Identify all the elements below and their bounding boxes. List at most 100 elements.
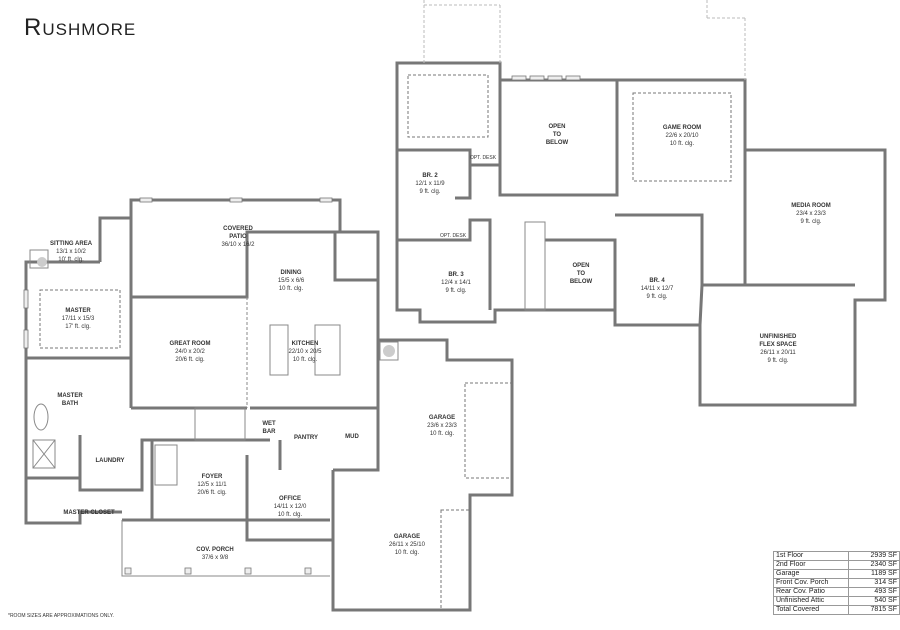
room-name: SITTING AREA <box>49 241 93 247</box>
sf-label: Garage <box>773 569 849 579</box>
room-office: OFFICE 14/11 x 12/0 10 ft. clg. <box>274 495 307 519</box>
room-size: 23/4 x 23/3 <box>796 211 826 217</box>
sf-label: Unfinished Attic <box>773 596 849 606</box>
sf-label: Total Covered <box>773 605 849 615</box>
sf-label: Rear Cov. Patio <box>773 587 849 597</box>
sf-label: Front Cov. Porch <box>773 578 849 588</box>
room-open-to-below-1: OPEN TO BELOW <box>544 123 570 147</box>
room-foyer: FOYER 12/5 x 11/1 20/6 ft. clg. <box>197 473 226 497</box>
room-size: 22/10 x 20/5 <box>288 349 322 355</box>
room-cov-porch: COV. PORCH 37/6 x 9/8 <box>196 546 233 562</box>
room-name: MUD <box>345 434 359 440</box>
room-ceiling: 10' ft. clg. <box>58 257 84 263</box>
room-name: FOYER <box>201 474 223 480</box>
room-name: BR. 2 <box>422 173 438 179</box>
room-laundry: LAUNDRY <box>95 457 124 465</box>
room-open-to-below-2: OPEN TO BELOW <box>568 262 594 286</box>
room-name: GAME ROOM <box>662 125 702 131</box>
room-name: OPEN TO BELOW <box>545 124 569 146</box>
room-size: 13/1 x 10/2 <box>56 249 86 255</box>
room-name: OPEN TO BELOW <box>569 263 593 285</box>
second-floor-walls <box>395 0 887 407</box>
room-size: 17/11 x 15/3 <box>61 316 95 322</box>
room-ceiling: 9 ft. clg. <box>646 294 668 300</box>
room-ceiling: 9 ft. clg. <box>767 358 789 364</box>
room-size: 14/11 x 12/0 <box>273 504 307 510</box>
room-name: GARAGE <box>428 415 456 421</box>
sf-value: 2939 SF <box>847 551 900 561</box>
sf-value: 2340 SF <box>847 560 900 570</box>
sf-value: 540 SF <box>847 596 900 606</box>
room-size: 12/1 x 11/9 <box>415 181 445 187</box>
room-master-bath: MASTER BATH <box>55 392 85 408</box>
room-name: OFFICE <box>279 496 301 502</box>
room-name: DINING <box>280 270 302 276</box>
room-size: 12/5 x 11/1 <box>197 482 227 488</box>
room-name: COVERED PATIO <box>223 226 253 240</box>
room-great-room: GREAT ROOM 24/0 x 20/2 20/6 ft. clg. <box>170 340 211 364</box>
sf-value: 493 SF <box>847 587 900 597</box>
room-ceiling: 10 ft. clg. <box>394 550 420 556</box>
room-name: COV. PORCH <box>196 547 234 553</box>
room-size: 12/4 x 14/1 <box>441 280 471 286</box>
room-size: 26/11 x 20/11 <box>760 350 796 356</box>
footnote: *ROOM SIZES ARE APPROXIMATIONS ONLY. <box>8 613 114 619</box>
room-size: 22/6 x 20/10 <box>665 133 699 139</box>
room-size: 15/5 x 6/6 <box>277 278 305 284</box>
room-name: MASTER <box>65 308 91 314</box>
room-ceiling: 9 ft. clg. <box>445 288 467 294</box>
room-unfinished-flex-space: UNFINISHED FLEX SPACE 26/11 x 20/11 9 ft. … <box>756 333 800 365</box>
room-ceiling: 10 ft. clg. <box>669 141 695 147</box>
room-sitting-area: SITTING AREA 13/1 x 10/2 10' ft. clg. <box>50 240 92 264</box>
room-size: 23/6 x 23/3 <box>427 423 457 429</box>
room-name: MASTER BATH <box>57 393 83 407</box>
room-master-closet: MASTER CLOSET <box>63 509 114 517</box>
room-ceiling: 20/6 ft. clg. <box>175 357 205 363</box>
room-name: PANTRY <box>294 435 318 441</box>
room-ceiling: 20/6 ft. clg. <box>197 490 227 496</box>
room-name: GARAGE <box>393 534 421 540</box>
room-br-4: BR. 4 14/11 x 12/7 9 ft. clg. <box>641 277 674 301</box>
room-name: BR. 3 <box>448 272 464 278</box>
sf-value: 1189 SF <box>847 569 900 579</box>
opt-desk-label: OPT. DESK <box>469 155 497 161</box>
room-size: 26/11 x 25/10 <box>389 542 425 548</box>
room-size: 14/11 x 12/7 <box>640 286 674 292</box>
room-name: MASTER CLOSET <box>63 510 115 516</box>
room-garage-2: GARAGE 26/11 x 25/10 10 ft. clg. <box>389 533 425 557</box>
room-size: 24/0 x 20/2 <box>175 349 205 355</box>
room-ceiling: 10 ft. clg. <box>278 286 304 292</box>
room-ceiling: 17' ft. clg. <box>65 324 91 330</box>
room-ceiling: 9 ft. clg. <box>800 219 822 225</box>
sf-value: 7815 SF <box>847 605 900 615</box>
room-name: LAUNDRY <box>95 458 125 464</box>
room-ceiling: 10 ft. clg. <box>429 431 455 437</box>
room-name: WET BAR <box>262 421 276 435</box>
sf-label: 1st Floor <box>773 551 849 561</box>
room-ceiling: 10 ft. clg. <box>277 512 303 518</box>
room-ceiling: 10 ft. clg. <box>292 357 318 363</box>
room-ceiling: 9 ft. clg. <box>419 189 441 195</box>
opt-desk-label: OPT. DESK <box>439 233 467 239</box>
room-mud: MUD <box>345 433 359 441</box>
room-garage-1: GARAGE 23/6 x 23/3 10 ft. clg. <box>427 414 457 438</box>
sf-label: 2nd Floor <box>773 560 849 570</box>
room-name: BR. 4 <box>649 278 665 284</box>
plan-title: Rushmore <box>24 14 137 41</box>
room-size: 37/6 x 9/8 <box>201 555 229 561</box>
room-game-room: GAME ROOM 22/6 x 20/10 10 ft. clg. <box>663 124 701 148</box>
room-dining: DINING 15/5 x 6/6 10 ft. clg. <box>278 269 304 293</box>
room-name: GREAT ROOM <box>169 341 211 347</box>
room-master: MASTER 17/11 x 15/3 17' ft. clg. <box>62 307 95 331</box>
room-name: UNFINISHED FLEX SPACE <box>759 334 797 348</box>
room-wet-bar: WET BAR <box>261 420 277 436</box>
